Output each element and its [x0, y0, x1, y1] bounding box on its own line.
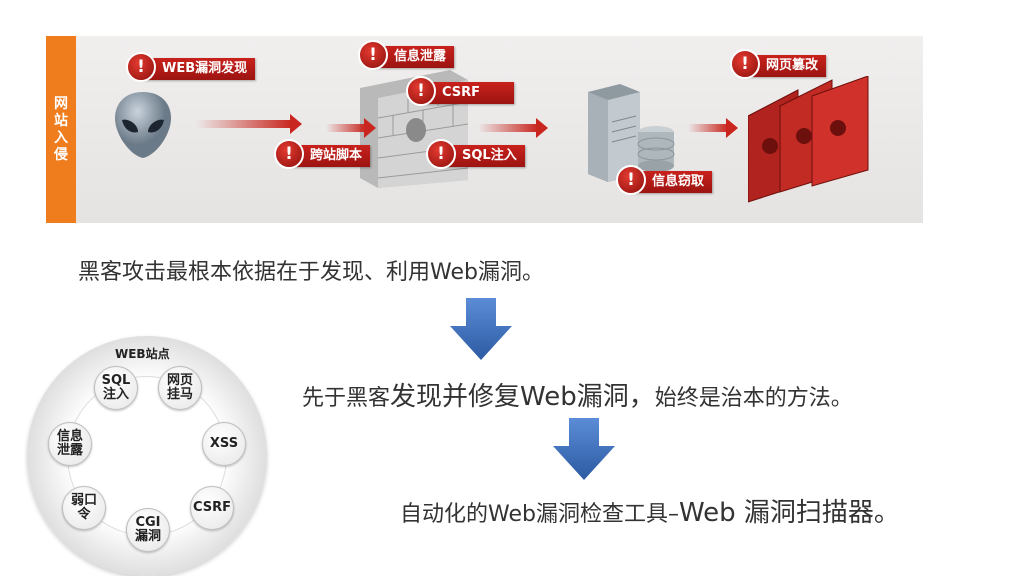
flow-arrow — [326, 118, 376, 138]
down-arrow-icon — [450, 298, 512, 360]
node-csrf: CSRF — [190, 486, 234, 530]
node-cgi-vuln: CGI漏洞 — [126, 508, 170, 552]
server-database-icon — [588, 84, 675, 182]
statement-3: 自动化的Web漏洞检查工具–Web 漏洞扫描器。 — [400, 498, 900, 528]
flow-arrow — [196, 114, 302, 134]
exclamation-icon: ! — [406, 76, 436, 106]
statement-1: 黑客攻击最根本依据在于发现、利用Web漏洞。 — [78, 260, 544, 285]
node-weak-password: 弱口令 — [62, 486, 106, 530]
side-label: 网站入侵 — [46, 36, 76, 223]
exclamation-icon: ! — [426, 139, 456, 169]
node-xss: XSS — [202, 422, 246, 466]
exclamation-icon: ! — [126, 52, 156, 82]
exclamation-icon: ! — [358, 40, 388, 70]
ring-title: WEB站点 — [115, 347, 170, 361]
defaced-webpage-icon — [748, 76, 869, 203]
tag-sqli: !SQL注入 — [426, 139, 525, 169]
tag-csrf: !CSRF — [406, 76, 514, 106]
statement-2: 先于黑客发现并修复Web漏洞，始终是治本的方法。 — [302, 382, 853, 412]
exclamation-icon: ! — [730, 49, 760, 79]
down-arrow-icon — [553, 418, 615, 480]
flow-arrow — [478, 118, 548, 138]
node-info-leak: 信息泄露 — [48, 422, 92, 466]
tag-xss: !跨站脚本 — [274, 139, 371, 169]
tag-info-steal: !信息窃取 — [616, 165, 713, 195]
flow-arrow — [688, 118, 738, 138]
exclamation-icon: ! — [274, 139, 304, 169]
node-sql-injection: SQL注入 — [94, 366, 138, 410]
tag-info-leak: !信息泄露 — [358, 40, 455, 70]
exclamation-icon: ! — [616, 165, 646, 195]
tag-web-vuln-discovery: !WEB漏洞发现 — [126, 52, 256, 82]
tag-defacement: !网页篡改 — [730, 49, 827, 79]
node-web-trojan: 网页挂马 — [158, 366, 202, 410]
alien-hacker-icon — [115, 92, 171, 158]
